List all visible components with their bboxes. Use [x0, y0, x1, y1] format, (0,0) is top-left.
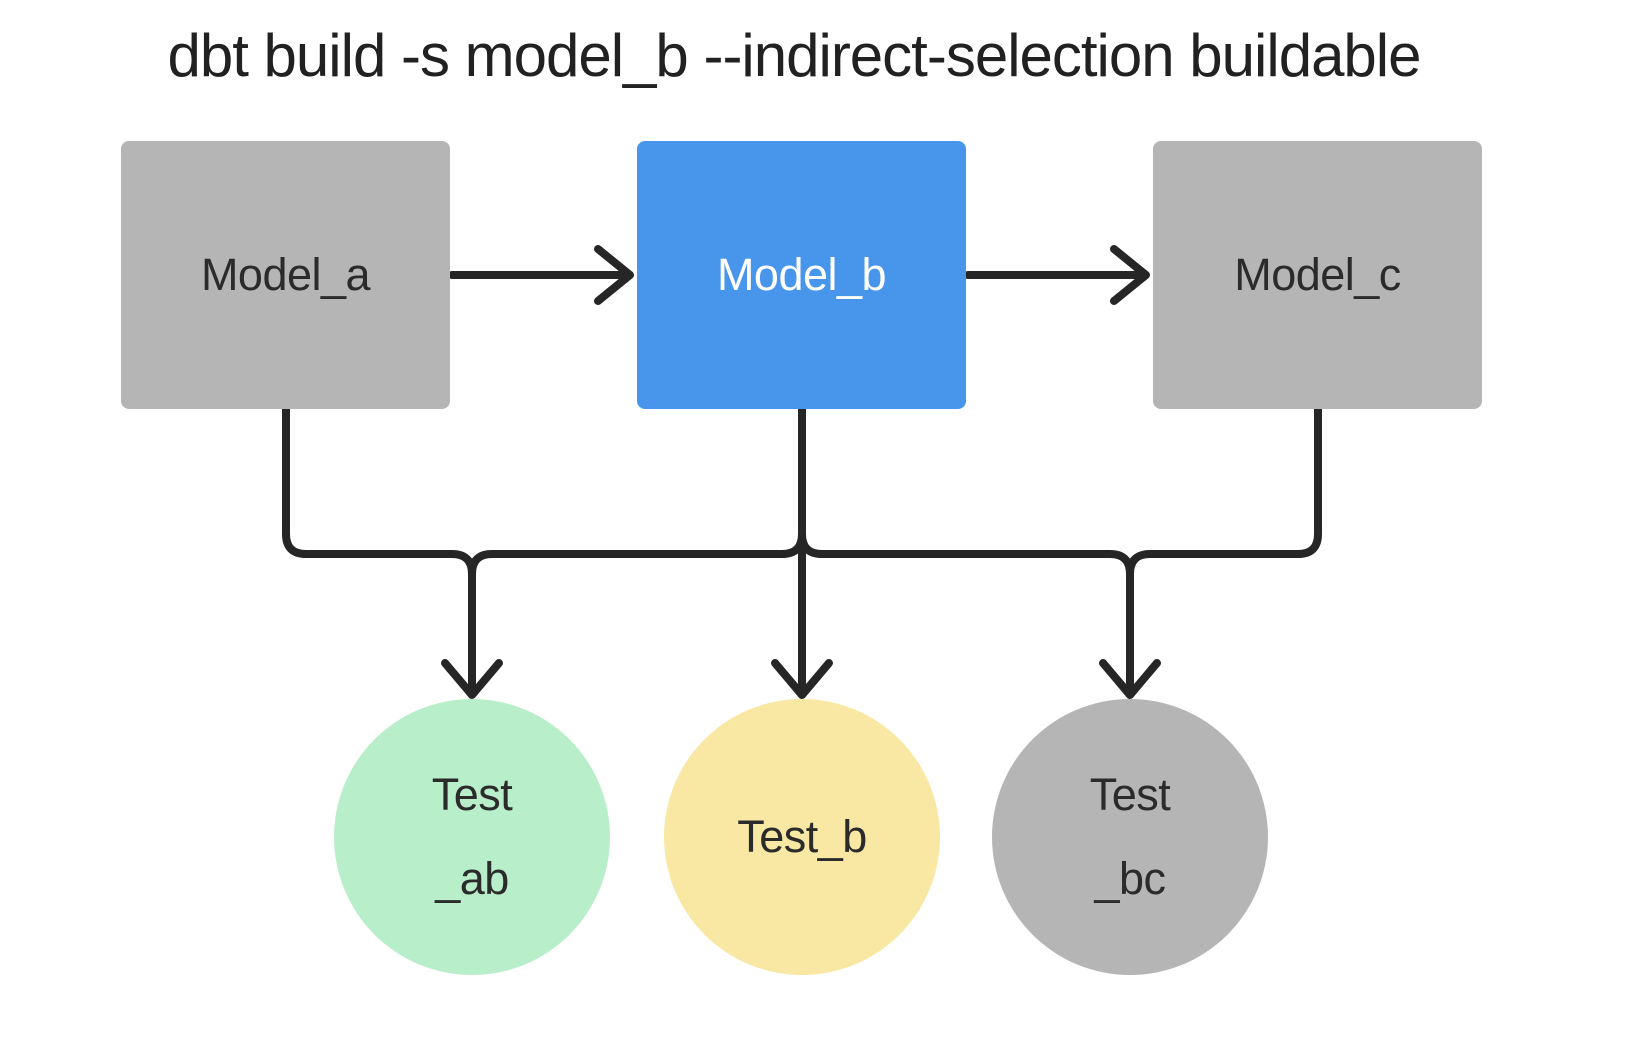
arrowhead-model-c	[1110, 245, 1150, 305]
arrowhead-test-bc	[1099, 659, 1161, 699]
edge-model-b-to-test-ab	[468, 396, 806, 695]
edge-model-b-to-test-bc	[798, 396, 1134, 695]
node-test-ab-label-line1: Test	[431, 769, 513, 820]
node-model-b-label: Model_b	[716, 249, 887, 300]
diagram-title: dbt build -s model_b --indirect-selectio…	[167, 22, 1421, 89]
node-test-b: Test_b	[664, 699, 940, 975]
arrowhead-test-b	[771, 659, 833, 699]
node-model-a-label: Model_a	[200, 249, 371, 300]
arrowhead-model-b	[594, 245, 634, 305]
node-test-bc: Test _bc	[992, 699, 1268, 975]
node-model-a: Model_a	[121, 141, 450, 409]
arrowhead-test-ab	[441, 659, 503, 699]
node-test-ab-label-line2: _ab	[435, 853, 509, 904]
node-test-b-label-line1: Test_b	[737, 811, 867, 862]
node-model-c: Model_c	[1153, 141, 1482, 409]
edge-model-a-to-test-ab	[282, 396, 476, 695]
node-model-c-label: Model_c	[1234, 249, 1401, 300]
node-test-ab: Test _ab	[334, 699, 610, 975]
edge-model-c-to-test-bc	[1126, 396, 1322, 695]
node-test-bc-label-line1: Test	[1089, 769, 1171, 820]
node-test-bc-label-line2: _bc	[1094, 853, 1166, 904]
node-model-b: Model_b	[637, 141, 966, 409]
